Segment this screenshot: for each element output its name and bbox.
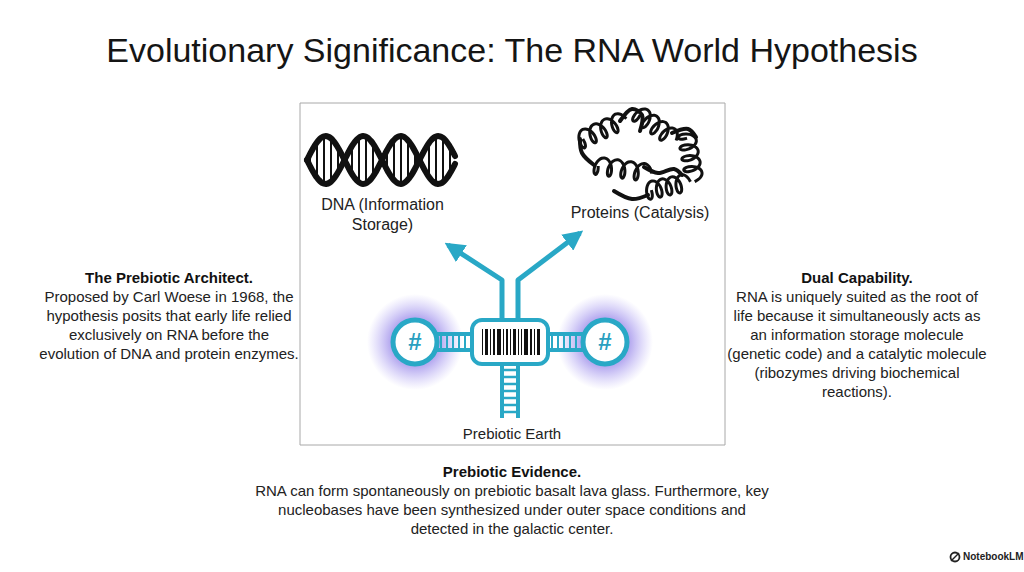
rna-loop-circle [393,320,437,364]
stem-rung [502,411,518,414]
body-text: RNA can form spontaneously on prebiotic … [252,481,772,538]
frame-bracket [300,103,725,445]
loop-symbol: # [583,328,627,356]
node-illustration [305,125,460,195]
protein-node: Proteins (Catalysis) [562,103,718,231]
rna-structure [367,294,653,390]
barcode-stripe [530,329,532,355]
barcode-stripe [493,329,495,355]
base-pair [442,138,444,182]
dna-node: DNA (Information Storage) [305,125,460,243]
body-text: RNA is uniquely suited as the root of li… [726,287,988,401]
rna-stem [502,364,518,418]
node-illustration [562,103,718,203]
rna-rung [458,334,460,350]
stem-rung [502,397,518,400]
rna-loop-circle [583,320,627,364]
barcode-stripe [497,329,501,355]
glow [557,294,653,390]
protein-loop [672,129,696,137]
watermark-stroke [951,553,959,561]
dna-helix [307,136,455,184]
base-pair [435,136,437,183]
rna-rung [452,334,454,350]
barcode-stripe [485,329,488,355]
protein-ribbons [579,109,702,199]
node-label: DNA (Information Storage) [305,195,460,235]
text-block: Dual Capability.RNA is uniquely suited a… [726,268,988,401]
frame-line [300,103,725,445]
base-pair [400,136,402,184]
barcode-box [472,320,548,364]
barcode-stripe [537,329,540,355]
branch-arrow [448,245,502,315]
rna-node: ## [375,315,645,369]
stem-rung [502,404,518,407]
barcode-stripe [510,329,511,355]
stem-rung [502,383,518,386]
diagram-title: Evolutionary Significance: The RNA World… [0,30,1024,70]
rna-rung [557,334,559,350]
rna-backbone [548,348,583,352]
barcode-stripe [521,329,522,355]
protein-loop [620,109,642,131]
base-pair [358,138,360,183]
barcode-stripe [506,329,508,355]
rna-backbone [548,332,583,336]
branch-arrow [518,233,580,315]
rna-rung [440,334,442,350]
alpha-helix [594,158,652,180]
barcode-stripe [513,329,516,355]
body-text: Proposed by Carl Woese in 1968, the hypo… [38,287,300,363]
stem-rung [502,369,518,372]
rna-rung [551,334,553,350]
rna-backbone [437,332,472,336]
base-pair [365,137,367,184]
section-heading: The Prebiotic Architect. [38,268,300,287]
rna-rung [575,334,577,350]
barcode-stripe [534,329,535,355]
section-heading: Dual Capability. [726,268,988,287]
barcode-stripe [524,329,528,355]
protein-loop [580,139,594,165]
node-label: Proteins (Catalysis) [562,203,718,223]
alpha-helix [647,175,691,200]
rna-rung [569,334,571,350]
base-pair [323,136,325,183]
glow [367,294,463,390]
dna-strand [307,136,455,184]
watermark: NotebookLM [963,551,1021,563]
barcode-stripe [503,329,504,355]
rna-rung [446,334,448,350]
dna-strand [307,136,455,184]
loop-symbol: # [393,328,437,356]
stem-rung [502,390,518,393]
barcode-stripe [490,329,491,355]
protein-loop [614,191,648,199]
text-block: NotebookLM [963,551,1021,563]
rna-rung [563,334,565,350]
barcode-stripe [482,329,483,355]
rna-rung [464,334,466,350]
watermark-ring [951,553,960,562]
rna-backbone [437,348,472,352]
stem-rung [502,376,518,379]
frame-caption: Prebiotic Earth [412,424,612,443]
base-pair [330,138,332,181]
protein-loop [644,167,682,175]
barcode-stripe [518,329,519,355]
text-block: The Prebiotic Architect.Proposed by Carl… [38,268,300,363]
section-heading: Prebiotic Evidence. [252,462,772,481]
watermark-icon [951,553,960,562]
text-block: Prebiotic Earth [412,424,612,443]
text-block: Prebiotic Evidence.RNA can form spontane… [252,462,772,538]
base-pair [393,140,395,181]
